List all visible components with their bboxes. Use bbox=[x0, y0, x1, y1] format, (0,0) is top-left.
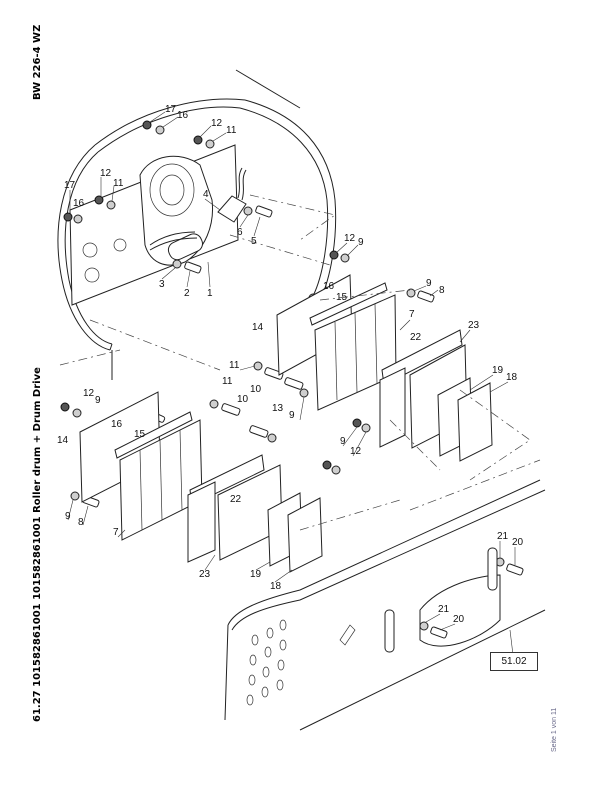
callout-9: 9 bbox=[426, 278, 432, 289]
callout-2: 2 bbox=[184, 288, 190, 299]
callout-8: 8 bbox=[78, 517, 84, 528]
drive-motor bbox=[139, 155, 214, 266]
callout-18: 18 bbox=[506, 372, 518, 383]
callout-20: 20 bbox=[453, 614, 465, 625]
callout-19: 19 bbox=[492, 365, 504, 376]
callout-11: 11 bbox=[113, 178, 124, 189]
callout-18: 18 bbox=[270, 581, 282, 592]
callout-22: 22 bbox=[230, 494, 242, 505]
callout-11: 11 bbox=[226, 125, 237, 136]
callout-16: 16 bbox=[177, 110, 189, 121]
callout-9: 9 bbox=[65, 511, 71, 522]
callout-3: 3 bbox=[159, 279, 165, 290]
block-assembly-upper bbox=[379, 329, 493, 462]
housing-holes bbox=[246, 619, 287, 706]
callout-20: 20 bbox=[512, 537, 524, 548]
callout-9: 9 bbox=[340, 436, 346, 447]
callout-16: 16 bbox=[111, 419, 123, 430]
callout-labels: 17 16 12 11 17 12 11 16 4 6 5 3 2 1 12 9… bbox=[57, 104, 524, 625]
block-assembly-lower bbox=[187, 454, 323, 573]
cross-reference-label: 51.02 bbox=[501, 656, 527, 667]
callout-12: 12 bbox=[83, 388, 95, 399]
callout-10: 10 bbox=[250, 384, 262, 395]
callout-12: 12 bbox=[100, 168, 112, 179]
callout-12: 12 bbox=[350, 446, 362, 457]
assembly-guide-lines bbox=[59, 194, 541, 531]
callout-14: 14 bbox=[57, 435, 69, 446]
callout-5: 5 bbox=[251, 236, 257, 247]
axle-housing bbox=[224, 479, 546, 731]
callout-4: 4 bbox=[203, 189, 209, 200]
callout-7: 7 bbox=[113, 527, 119, 538]
callout-23: 23 bbox=[199, 569, 211, 580]
callout-7: 7 bbox=[409, 309, 415, 320]
callout-22: 22 bbox=[410, 332, 422, 343]
sensor bbox=[217, 167, 247, 223]
callout-1: 1 bbox=[207, 288, 213, 299]
callout-9: 9 bbox=[358, 237, 364, 248]
leader-lines bbox=[67, 111, 516, 631]
callout-9: 9 bbox=[289, 410, 295, 421]
callout-12: 12 bbox=[211, 118, 223, 129]
drum-shell bbox=[57, 69, 337, 380]
callout-21: 21 bbox=[497, 531, 509, 542]
callout-21: 21 bbox=[438, 604, 450, 615]
callout-19: 19 bbox=[250, 569, 262, 580]
callout-15: 15 bbox=[134, 429, 146, 440]
callout-13: 13 bbox=[272, 403, 284, 414]
callout-12: 12 bbox=[344, 233, 356, 244]
callout-16: 16 bbox=[323, 281, 335, 292]
plate-assembly-lower bbox=[79, 391, 203, 541]
callout-8: 8 bbox=[439, 285, 445, 296]
callout-10: 10 bbox=[237, 394, 249, 405]
callout-15: 15 bbox=[336, 292, 348, 303]
callout-9: 9 bbox=[95, 395, 101, 406]
callout-11: 11 bbox=[229, 360, 240, 371]
cross-reference-box[interactable]: 51.02 bbox=[490, 652, 538, 671]
callout-17: 17 bbox=[64, 180, 76, 191]
callout-17: 17 bbox=[165, 104, 177, 115]
plate-assembly-upper bbox=[276, 274, 397, 411]
callout-6: 6 bbox=[237, 227, 243, 238]
callout-23: 23 bbox=[468, 320, 480, 331]
callout-16: 16 bbox=[73, 198, 85, 209]
callout-11: 11 bbox=[222, 376, 233, 387]
callout-14: 14 bbox=[252, 322, 264, 333]
